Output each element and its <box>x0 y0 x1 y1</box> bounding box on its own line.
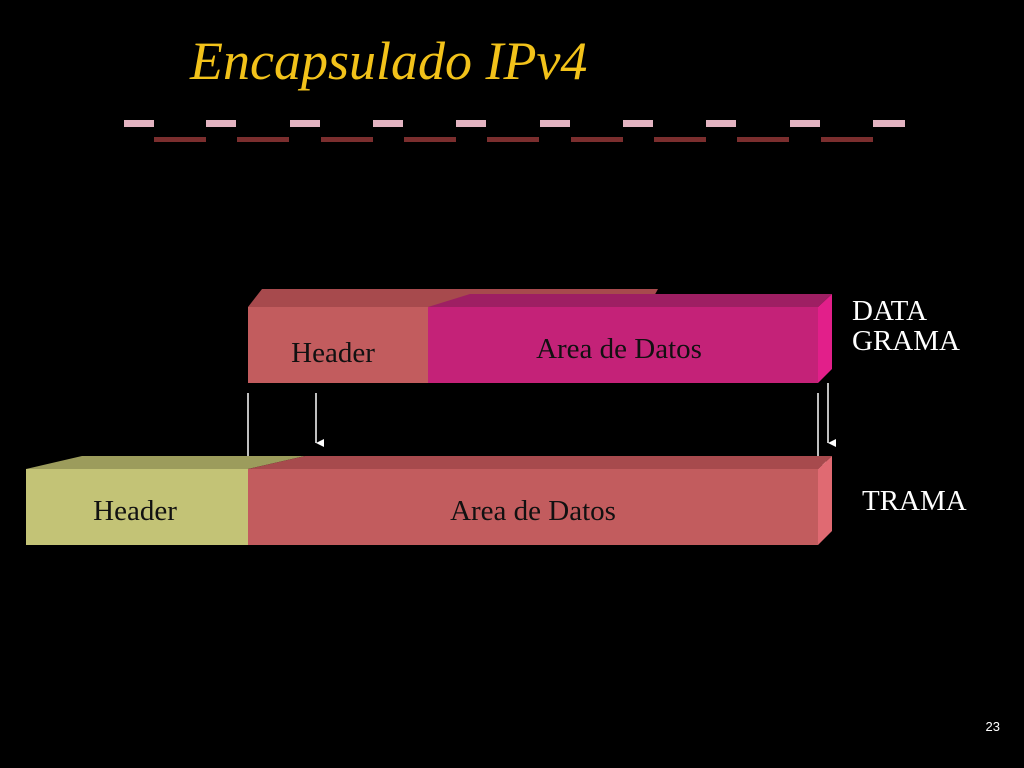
datagram-block: Header Area de Datos <box>248 289 832 383</box>
slide-title: Encapsulado IPv4 <box>190 31 588 91</box>
datagram-data-side <box>818 294 832 383</box>
datagram-header-face <box>248 307 428 383</box>
frame-header-face <box>26 469 248 545</box>
frame-header-top <box>26 456 305 469</box>
divider-top-dashes <box>124 120 905 127</box>
datagram-data-face <box>428 307 818 383</box>
datagram-header-label: Header <box>291 337 375 369</box>
datagram-data-label: Area de Datos <box>536 333 702 365</box>
datagram-data-top <box>428 294 832 307</box>
frame-side-label: TRAMA <box>862 485 967 517</box>
title-divider <box>124 120 905 142</box>
frame-data-side <box>818 456 832 545</box>
frame-data-face <box>248 469 818 545</box>
datagram-side-label: DATA GRAMA <box>852 296 960 357</box>
divider-bottom-dashes <box>154 137 873 142</box>
datagram-side-label-line2: GRAMA <box>852 325 960 358</box>
frame-data-label: Area de Datos <box>450 495 616 527</box>
frame-data-top <box>248 456 832 469</box>
datagram-side-label-line1: DATA <box>852 295 928 327</box>
page-number: 23 <box>985 719 1000 734</box>
encapsulation-arrows <box>247 383 836 467</box>
frame-header-label: Header <box>93 495 177 527</box>
frame-block: Header Area de Datos <box>26 456 832 545</box>
